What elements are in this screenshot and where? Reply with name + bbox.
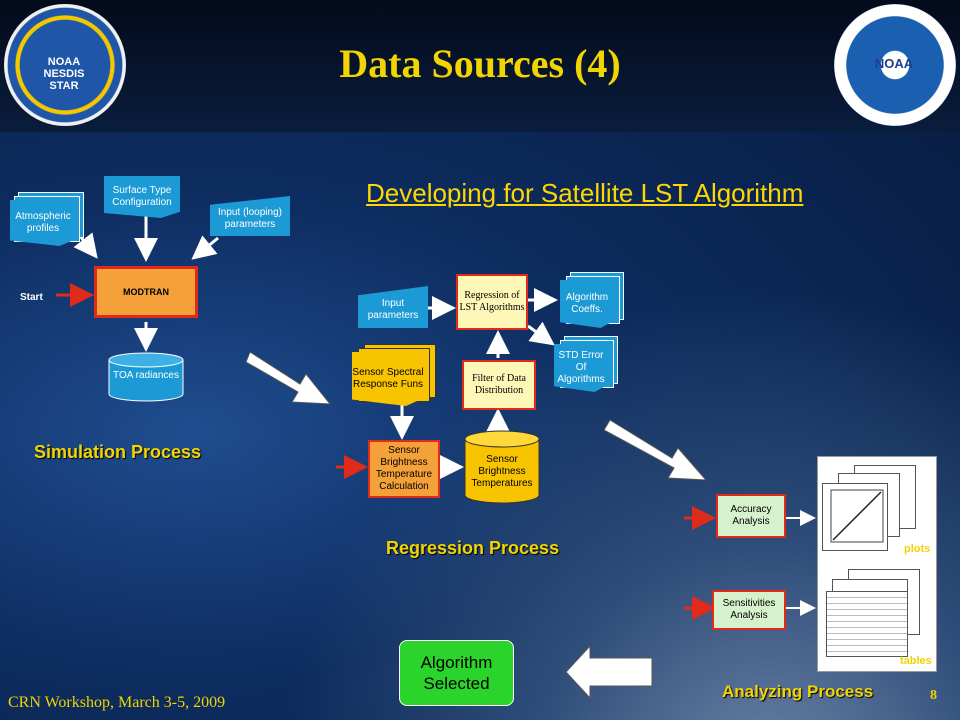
sensor-spectral-response-doc: Sensor Spectral Response Funs [352,352,424,406]
results-figure-panel: plots tables [817,456,937,672]
plots-label: plots [904,543,931,555]
sensor-bt-calculation: Sensor Brightness Temperature Calculatio… [368,440,440,498]
toa-radiances-store: TOA radiances [108,352,184,402]
algorithm-selected-box: Algorithm Selected [399,640,514,706]
std-error-doc: STD Error Of Algorithms [554,344,608,392]
noaa-seal: NOAA [834,4,956,126]
toa-radiances-label: TOA radiances [113,370,179,381]
tables-label: tables [900,655,932,667]
slide-title: Data Sources (4) [339,41,621,86]
simulation-process-label: Simulation Process [34,442,202,462]
footer-text: CRN Workshop, March 3-5, 2009 [8,694,226,711]
right-seal-text: NOAA [874,56,914,71]
plot-sheet-front [822,483,888,551]
toa-cylinder-shape [108,352,184,402]
algorithm-coeffs-doc: Algorithm Coeffs. [560,280,614,328]
start-label: Start [20,292,43,303]
scatter-plot-thumbnail [830,489,884,543]
nesdis-star-seal: NOAA NESDIS STAR [4,4,126,126]
sensor-bt-cylinder-shape [464,430,540,504]
atmospheric-profiles-doc: Atmospheric profiles [10,200,76,246]
regression-process-label: Regression Process [386,538,560,558]
left-seal-text: NOAA NESDIS STAR [43,56,85,92]
surface-type-doc: Surface Type Configuration [104,176,180,218]
filter-data-distribution: Filter of Data Distribution [462,360,536,410]
sensor-bt-store: Sensor Brightness Temperatures [464,430,540,504]
accuracy-analysis: Accuracy Analysis [716,494,786,538]
slide-subtitle: Developing for Satellite LST Algorithm [366,178,804,208]
sensitivities-analysis: Sensitivities Analysis [712,590,786,630]
sensor-bt-label: Sensor Brightness Temperatures [471,454,533,489]
regression-lst-algorithms: Regression of LST Algorithms [456,274,528,330]
analyzing-process-label: Analyzing Process [722,682,874,701]
modtran-process: MODTRAN [94,266,198,318]
page-number: 8 [930,688,937,703]
title-bar [0,0,960,132]
table-sheet-front [826,591,908,657]
